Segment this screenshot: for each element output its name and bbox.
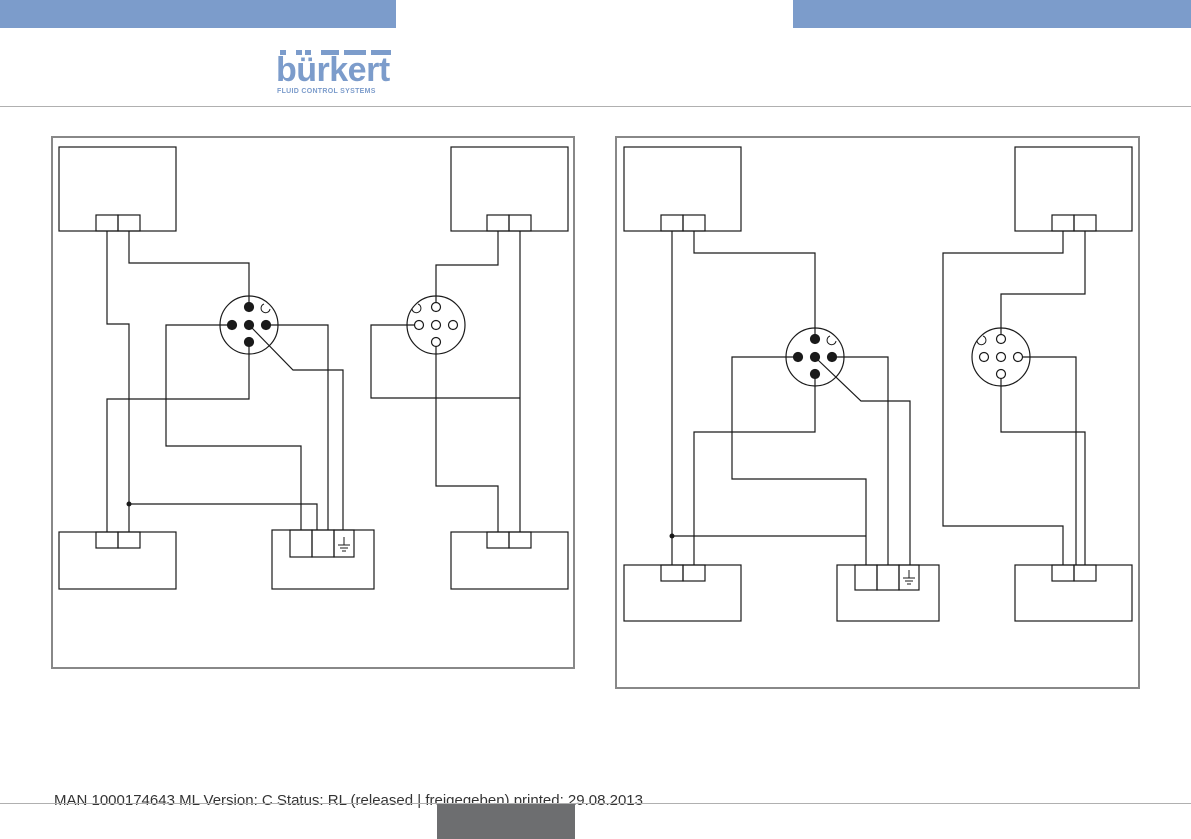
device-box-bottom-left [59,532,176,589]
device-box-top-left-2 [624,147,741,231]
wiring-left [107,231,520,532]
device-box-top-right-2 [1015,147,1132,231]
device-box-top-left [59,147,176,231]
wiring-right [672,231,1085,565]
device-box-bottom-right [451,532,568,589]
page-number-tab [437,804,575,839]
wiring-diagram-left [52,137,574,668]
junction-dot-left [127,502,132,507]
diagram-frame-right [616,137,1139,688]
device-box-bottom-right-2 [1015,565,1132,621]
footer-divider [0,803,1191,804]
power-supply-box-left [272,530,374,589]
power-supply-box-right [837,565,939,621]
ground-symbol-icon-2 [903,570,915,584]
device-box-top-right [451,147,568,231]
diagram-frame-left [52,137,574,668]
wiring-diagram-right [616,137,1139,688]
female-connector-left [407,296,465,354]
junction-dot-right [670,534,675,539]
female-connector-right [972,328,1030,386]
device-box-bottom-left-2 [624,565,741,621]
ground-symbol-icon [338,537,350,551]
